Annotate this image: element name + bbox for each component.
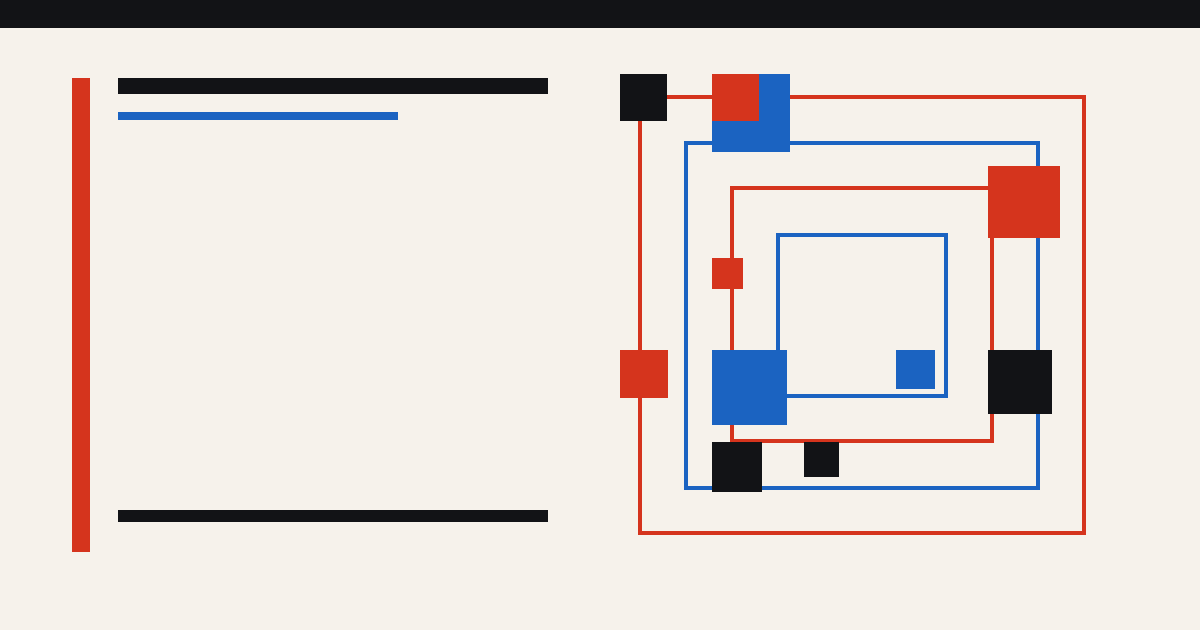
red-block-right bbox=[988, 166, 1060, 238]
red-block-top bbox=[712, 74, 759, 121]
blue-frame bbox=[684, 141, 1040, 490]
red-block-left bbox=[620, 350, 668, 398]
black-block-right bbox=[988, 350, 1052, 414]
red-accent-stripe bbox=[72, 78, 90, 552]
footer-placeholder-line bbox=[118, 510, 548, 522]
inner-red-frame bbox=[730, 186, 994, 443]
inner-blue-frame bbox=[776, 233, 948, 398]
blue-block-middle bbox=[712, 350, 787, 425]
top-bar bbox=[0, 0, 1200, 28]
blue-block-small bbox=[896, 350, 935, 389]
title-placeholder-line bbox=[118, 78, 548, 94]
red-block-small bbox=[712, 258, 743, 289]
black-block-bottom-small bbox=[804, 442, 839, 477]
black-block-bottom bbox=[712, 442, 762, 492]
black-block-top-left bbox=[620, 74, 667, 121]
subtitle-placeholder-line bbox=[118, 112, 398, 120]
outer-red-frame bbox=[638, 95, 1086, 535]
